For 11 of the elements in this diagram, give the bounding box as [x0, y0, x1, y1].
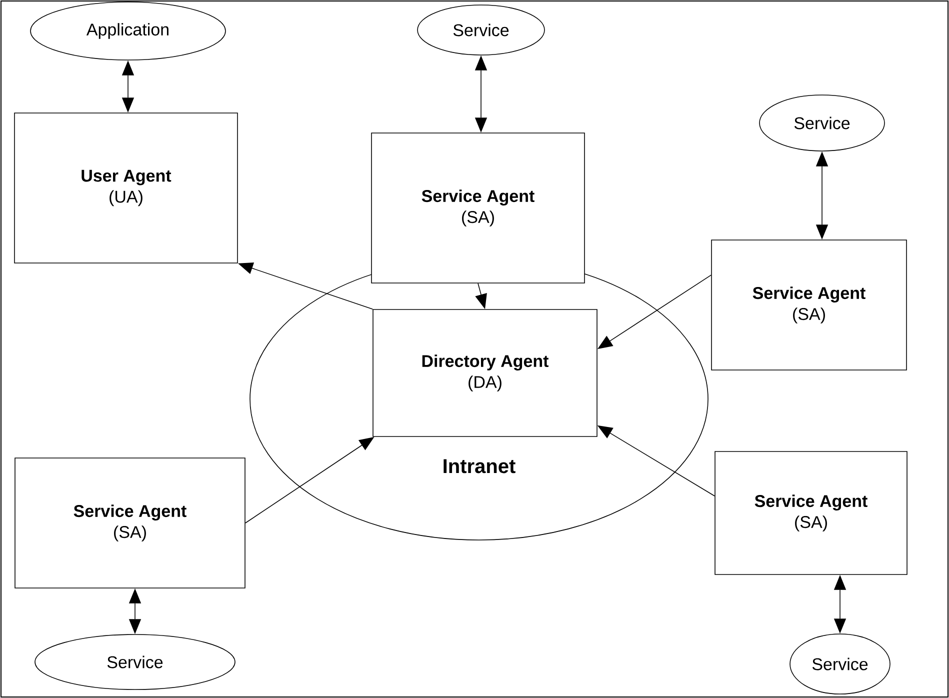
agent-box: User Agent (UA): [14, 112, 238, 264]
ellipse-node: Application: [30, 2, 226, 60]
agent-box: Directory Agent (DA): [372, 309, 598, 437]
agent-box: Service Agent (SA): [14, 458, 246, 588]
ellipse-node: Service: [417, 4, 545, 56]
agent-box: Service Agent (SA): [711, 240, 907, 370]
ellipse-node: Service: [34, 634, 236, 690]
agent-box: Service Agent (SA): [371, 132, 585, 284]
ellipse-node: Service: [759, 94, 885, 152]
ellipse-node: Service: [790, 634, 890, 694]
agent-box: Service Agent (SA): [714, 451, 908, 575]
